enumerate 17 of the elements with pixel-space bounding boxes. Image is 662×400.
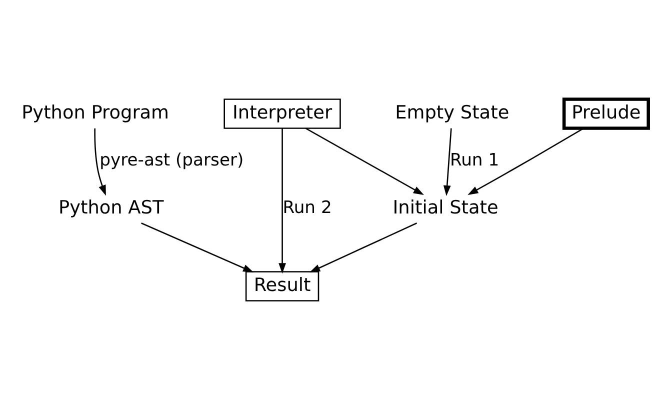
arrow xyxy=(305,128,424,196)
node-text: Empty State xyxy=(395,102,510,124)
arrow xyxy=(141,222,254,272)
edge-label: pyre-ast (parser) xyxy=(100,150,244,171)
node-box: Result xyxy=(245,271,320,302)
node-text: Initial State xyxy=(392,197,498,218)
arrow xyxy=(443,128,452,196)
edge-label: Run 1 xyxy=(450,150,500,171)
arrow xyxy=(310,222,418,272)
edge-label: Run 2 xyxy=(282,198,332,218)
node-text: Python Program xyxy=(22,102,170,124)
arrow xyxy=(468,128,584,195)
arrow xyxy=(94,128,106,196)
node-text: Python AST xyxy=(58,197,164,218)
node-box: Prelude xyxy=(562,98,650,130)
arrow xyxy=(278,128,286,274)
node-box: Interpreter xyxy=(224,98,341,129)
